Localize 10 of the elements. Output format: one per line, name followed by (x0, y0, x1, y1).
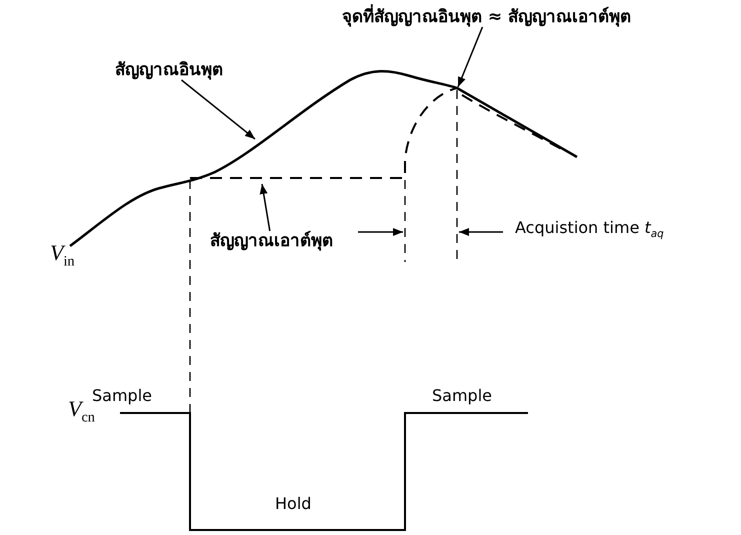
timing-label: Sample (92, 386, 152, 406)
timing-label: Hold (275, 494, 312, 514)
timing-label: Acquistion time t$_{aq}$ (515, 218, 664, 241)
leader-line (457, 26, 484, 88)
leader-line (181, 79, 256, 140)
signal-label: สัญญาณอินพุต (115, 60, 223, 80)
leader-line (260, 184, 271, 232)
signal-label: สัญญาณเอาต์พุต (210, 231, 333, 252)
signal-name: V$_{in}$ (50, 240, 75, 271)
timing-label: Sample (432, 386, 492, 406)
